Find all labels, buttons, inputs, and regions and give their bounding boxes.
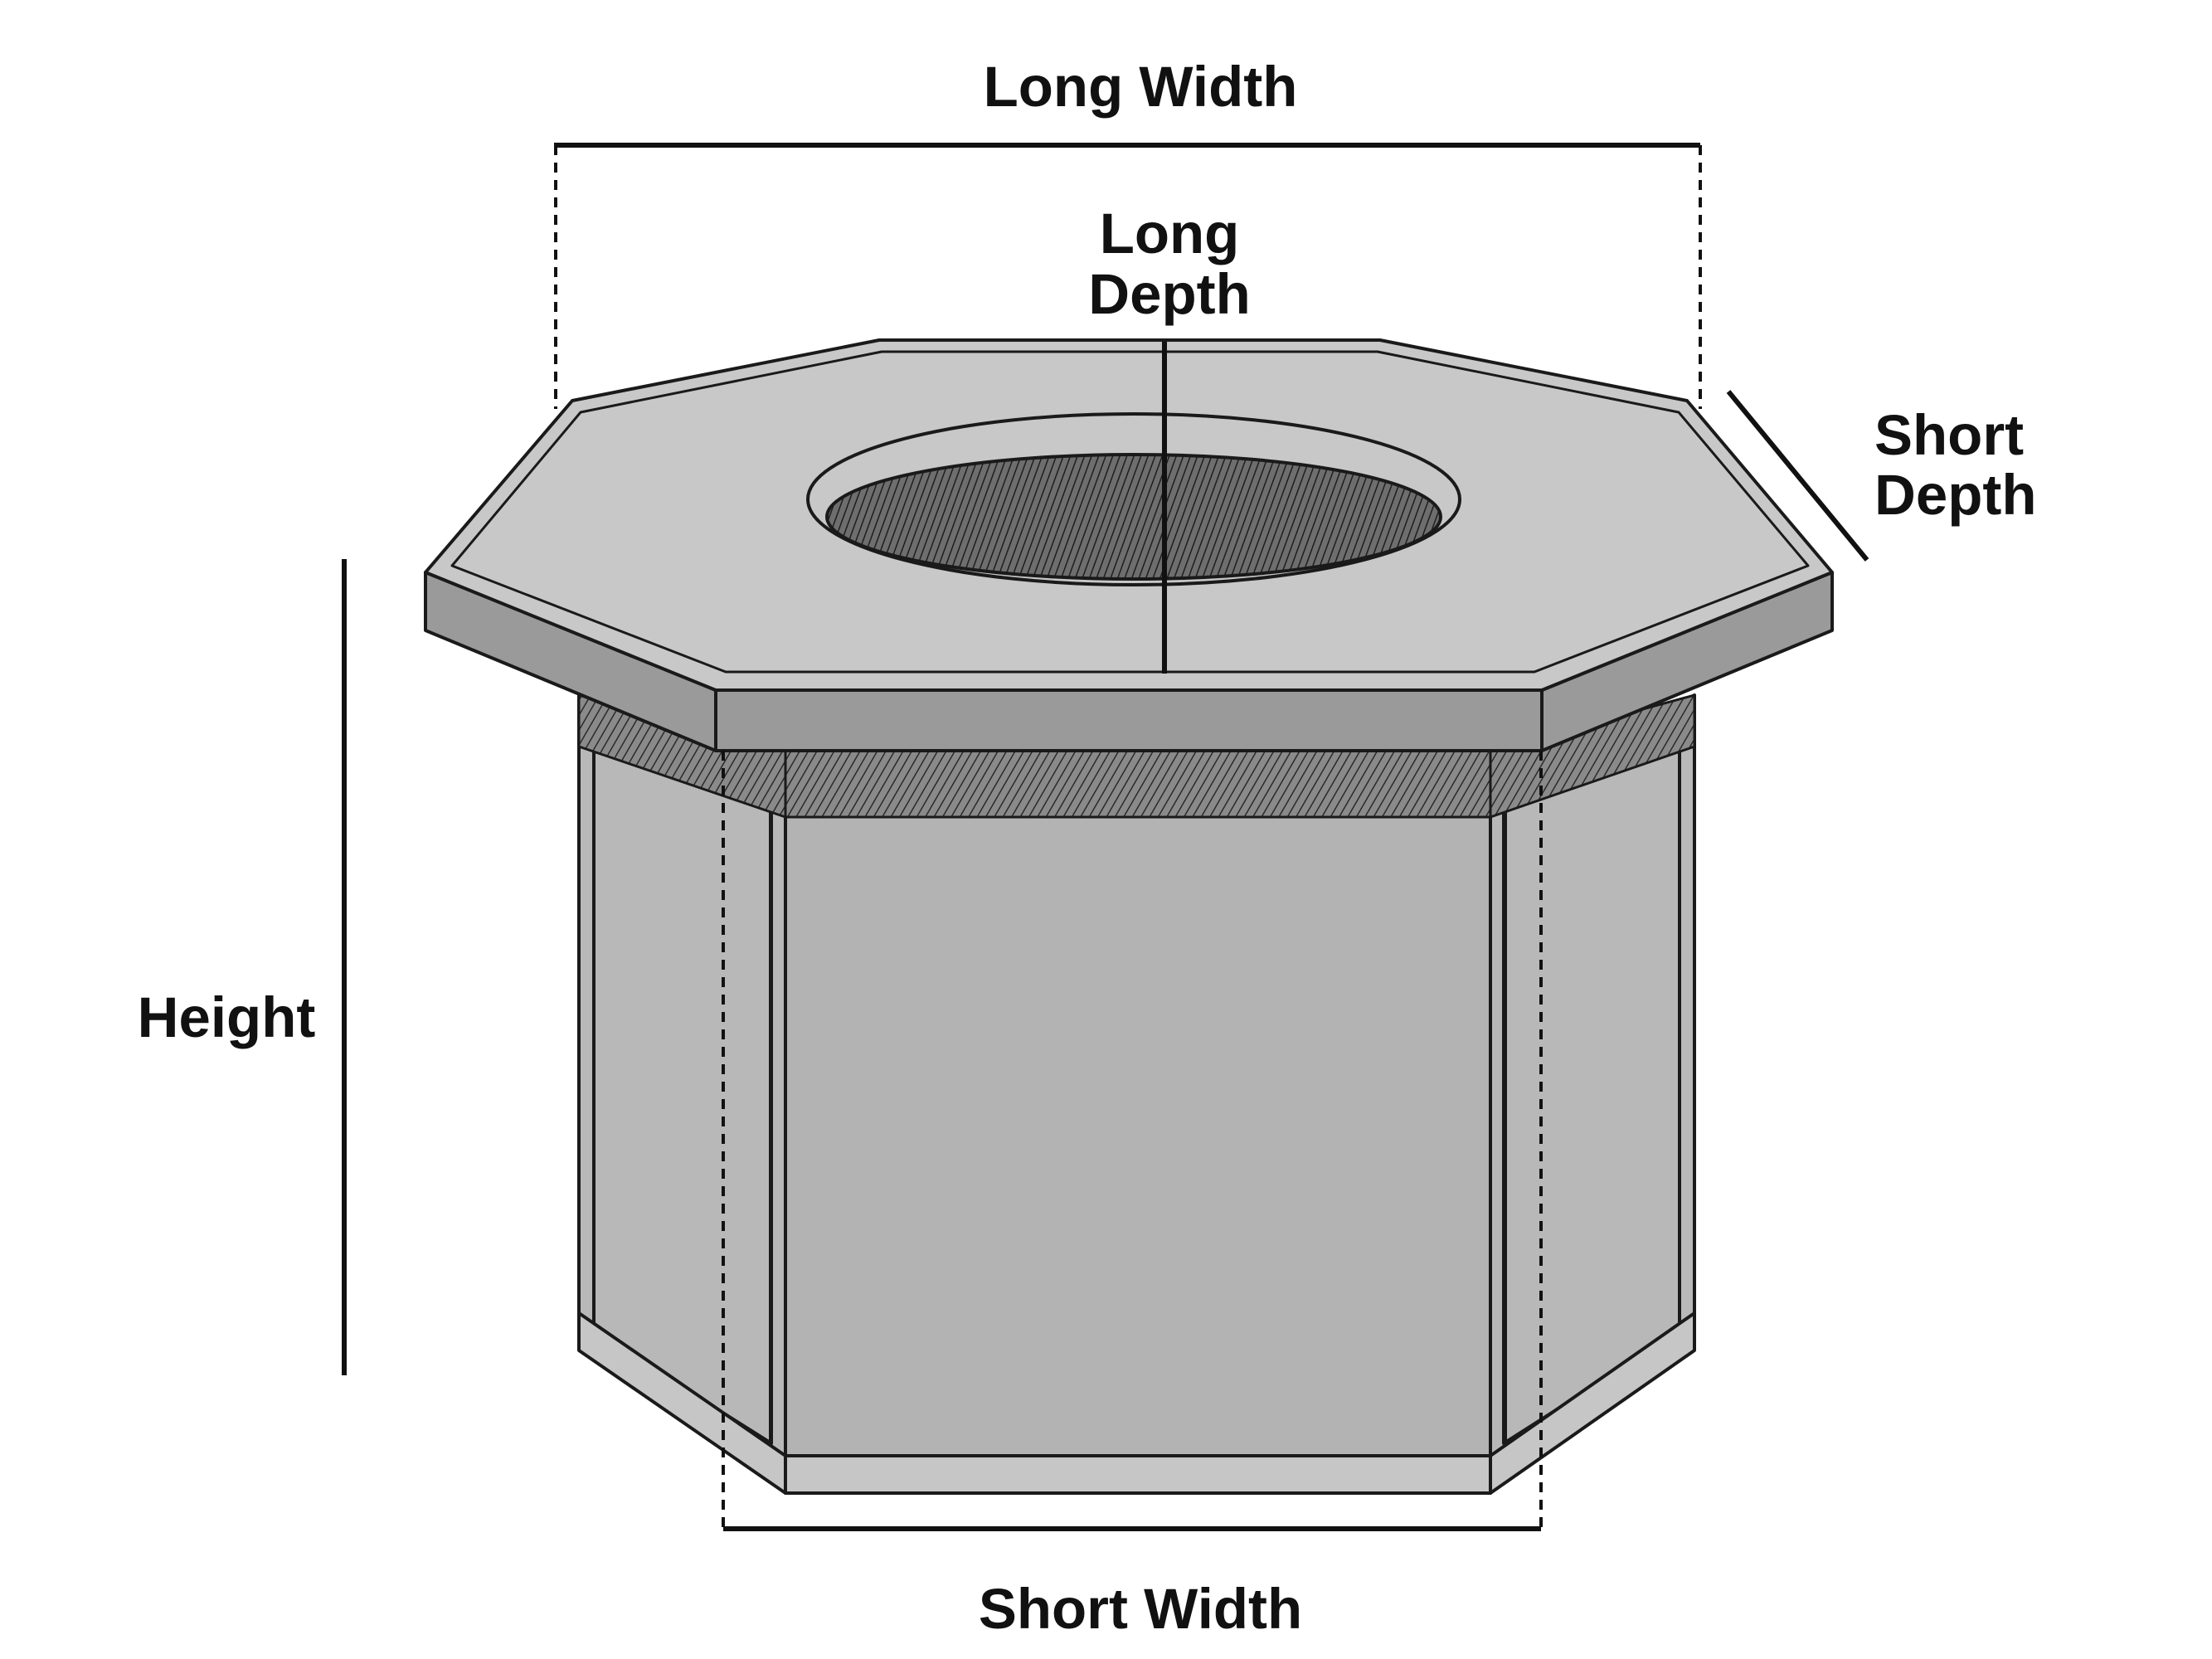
short-width-label: Short Width	[979, 1577, 1302, 1641]
top-edge-front	[714, 688, 1544, 752]
fire-table-body	[577, 693, 1696, 1495]
burner-opening	[825, 453, 1442, 581]
height-label: Height	[138, 985, 316, 1049]
long-depth-label-line2: Depth	[1088, 262, 1250, 326]
front-panel	[784, 749, 1492, 1457]
long-depth-label-line1: Long	[1100, 202, 1240, 265]
short-depth-line	[1726, 390, 1869, 562]
hatched-band-front	[784, 749, 1492, 819]
fire-table-top	[424, 338, 1834, 752]
dimension-lines	[342, 143, 1869, 1531]
short-depth-label-line1: Short	[1874, 403, 2024, 467]
dimension-labels: Long Width Long Depth Short Depth Height…	[138, 55, 2037, 1641]
top-surface-inner-bevel	[450, 350, 1810, 674]
short-depth-label-line2: Depth	[1874, 463, 2036, 527]
long-width-label: Long Width	[984, 55, 1298, 119]
base-trim-front	[784, 1454, 1492, 1495]
